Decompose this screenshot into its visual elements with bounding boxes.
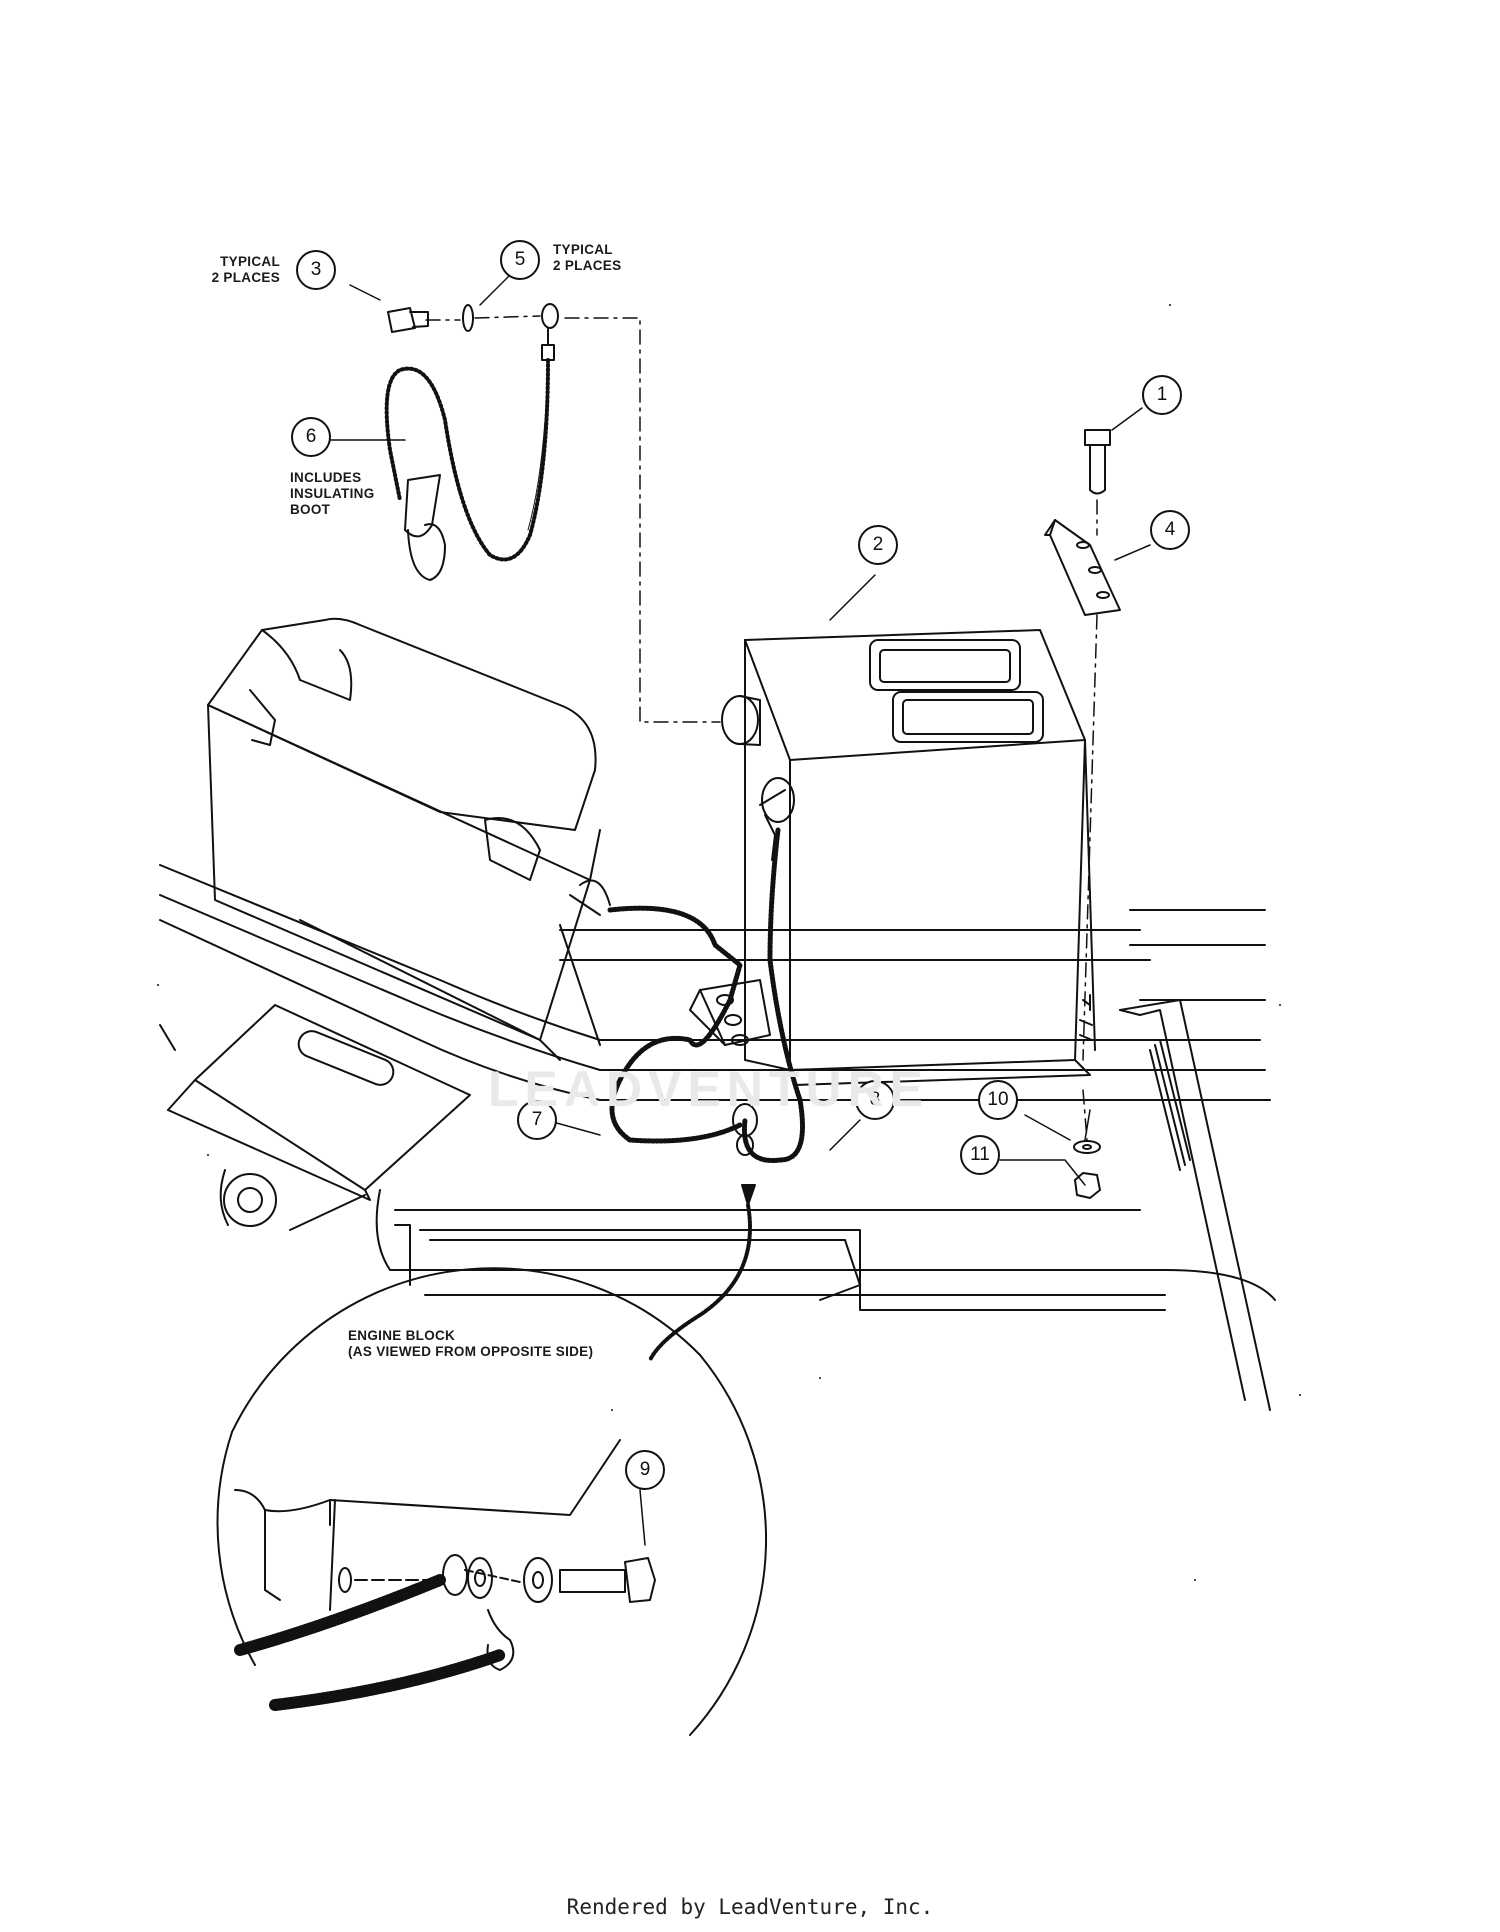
callout-8: 8 xyxy=(855,1080,895,1120)
cable-item-8 xyxy=(732,827,805,1163)
callout-10: 10 xyxy=(978,1080,1018,1120)
callout-6: 6 xyxy=(291,417,331,457)
note-engine-line1: ENGINE BLOCK xyxy=(348,1328,456,1343)
note-boot-line1: INCLUDES xyxy=(290,470,362,485)
callout-4: 4 xyxy=(1150,510,1190,550)
ring-terminal xyxy=(541,303,559,361)
note-insulating-boot: INCLUDES INSULATING BOOT xyxy=(290,470,410,518)
note-engine-line2: (AS VIEWED FROM OPPOSITE SIDE) xyxy=(348,1344,594,1359)
note-typical-3-line1: TYPICAL xyxy=(220,254,280,269)
callout-9: 9 xyxy=(625,1450,665,1490)
washer-item-10 xyxy=(1073,1140,1101,1154)
engine-block-inset xyxy=(216,1267,767,1736)
callout-5: 5 xyxy=(500,240,540,280)
note-boot-line3: BOOT xyxy=(290,502,331,517)
callout-11: 11 xyxy=(960,1135,1000,1175)
note-typical-5-line2: 2 PLACES xyxy=(553,258,622,273)
specks xyxy=(157,304,1301,1581)
note-typical-5: TYPICAL 2 PLACES xyxy=(553,242,663,274)
note-boot-line2: INSULATING xyxy=(290,486,375,501)
footer-credit: Rendered by LeadVenture, Inc. xyxy=(566,1895,934,1919)
washer-item-5 xyxy=(462,304,474,332)
nut-item-11 xyxy=(1074,1172,1101,1199)
battery xyxy=(721,629,1096,1086)
inset-arrow xyxy=(648,1184,756,1362)
callout-2: 2 xyxy=(858,525,898,565)
watermark-leadventure: LEADVENTURE xyxy=(488,1061,930,1117)
chassis-frame xyxy=(159,864,1276,1411)
hold-down-bracket xyxy=(1044,519,1121,616)
battery-tray xyxy=(689,979,771,1046)
cable-item-7 xyxy=(569,879,743,1144)
callout-leaders xyxy=(327,274,1151,1546)
leader-dashed xyxy=(425,315,1098,1141)
battery-box xyxy=(207,617,601,1061)
bolt-item-1 xyxy=(1084,429,1111,495)
callout-1: 1 xyxy=(1142,375,1182,415)
note-typical-5-line1: TYPICAL xyxy=(553,242,613,257)
note-engine-block: ENGINE BLOCK (AS VIEWED FROM OPPOSITE SI… xyxy=(348,1328,688,1360)
bolt-item-3 xyxy=(387,307,429,333)
callout-3: 3 xyxy=(296,250,336,290)
note-typical-3: TYPICAL 2 PLACES xyxy=(188,254,280,286)
cable-item-6 xyxy=(384,358,550,581)
note-typical-3-line2: 2 PLACES xyxy=(211,270,280,285)
callout-7: 7 xyxy=(517,1100,557,1140)
